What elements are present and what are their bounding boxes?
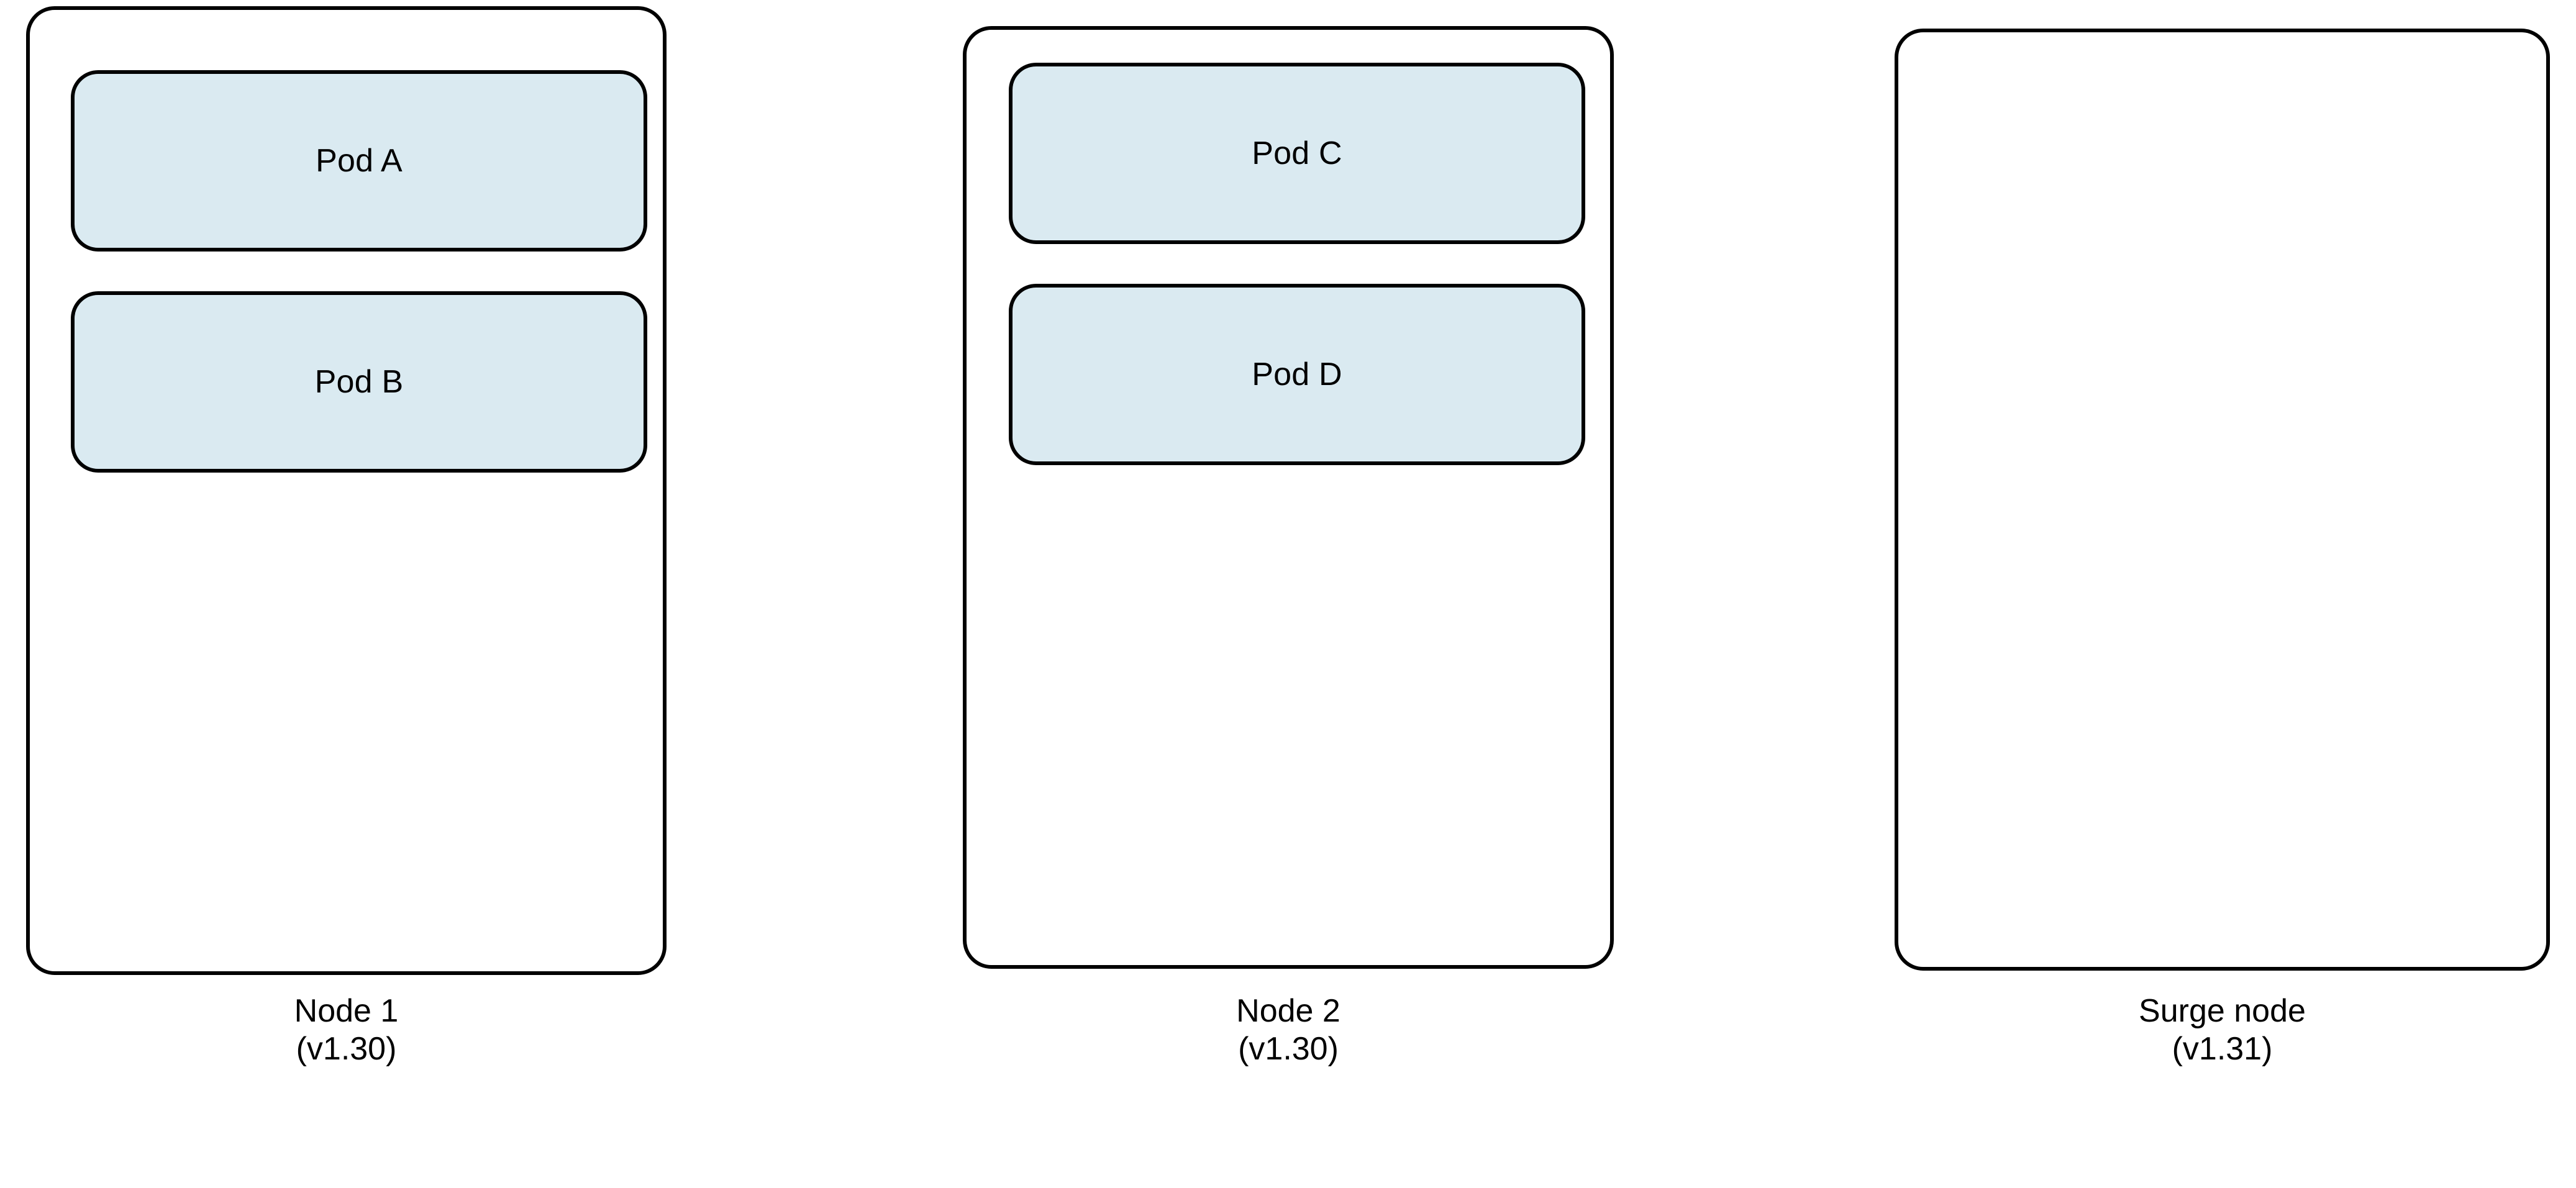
pod-pod-a[interactable]: Pod A — [71, 70, 647, 252]
node-caption-surge-node: Surge node (v1.31) — [1895, 992, 2550, 1069]
node-version-node-1: (v1.30) — [296, 1031, 397, 1068]
node-name-surge-node: Surge node — [2139, 993, 2306, 1029]
node-caption-node-1: Node 1 (v1.30) — [26, 992, 667, 1069]
pod-pod-d[interactable]: Pod D — [1009, 284, 1585, 465]
node-empty-area-surge-node — [1898, 32, 2546, 967]
node-box-node-2[interactable]: Pod C Pod D — [963, 26, 1614, 969]
pod-pod-b[interactable]: Pod B — [71, 291, 647, 473]
node-caption-node-2: Node 2 (v1.30) — [963, 992, 1614, 1069]
pod-label-pod-b: Pod B — [314, 364, 404, 400]
node-version-surge-node: (v1.31) — [2172, 1031, 2273, 1068]
node-name-node-1: Node 1 — [294, 993, 399, 1029]
pod-label-pod-a: Pod A — [316, 143, 403, 179]
node-version-node-2: (v1.30) — [1238, 1031, 1339, 1068]
node-name-node-2: Node 2 — [1236, 993, 1340, 1029]
pod-label-pod-c: Pod C — [1252, 135, 1342, 171]
node-box-node-1[interactable]: Pod A Pod B — [26, 6, 667, 975]
node-box-surge-node[interactable] — [1895, 29, 2550, 971]
pod-pod-c[interactable]: Pod C — [1009, 63, 1585, 244]
pod-label-pod-d: Pod D — [1252, 356, 1342, 392]
